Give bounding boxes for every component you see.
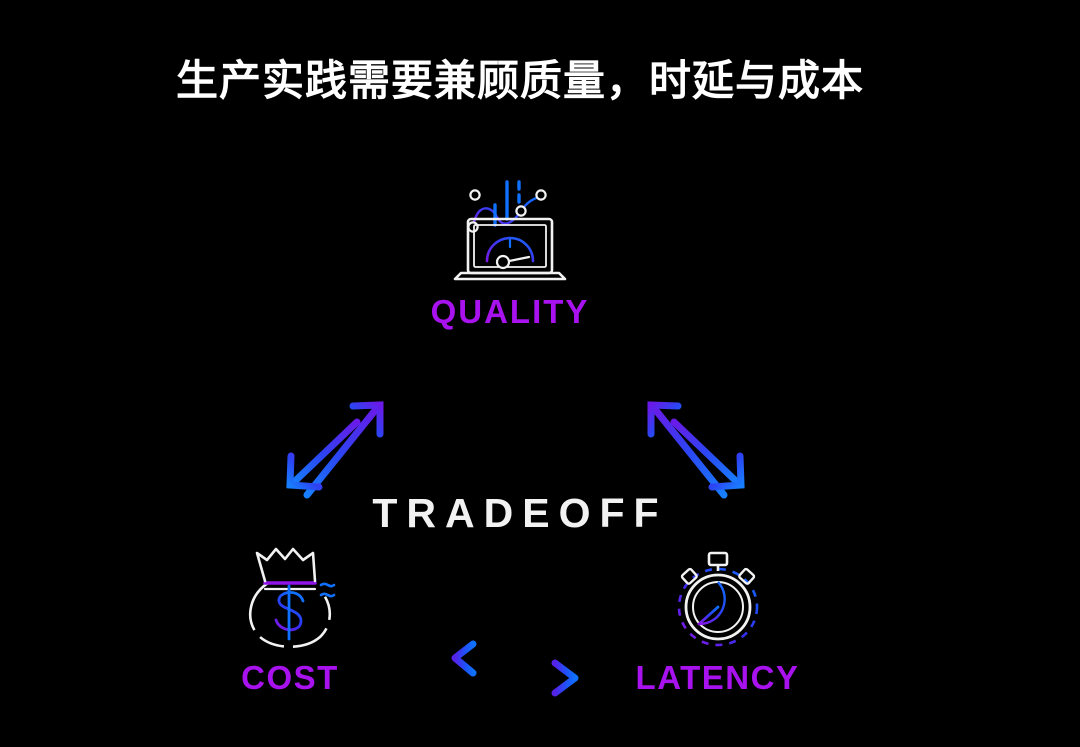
laptop-analytics-gauge-icon — [453, 180, 567, 281]
double-arrow-quality-latency — [647, 401, 745, 499]
page-title: 生产实践需要兼顾质量，时延与成本 — [175, 56, 864, 105]
node-quality[interactable]: QUALITY — [390, 175, 630, 331]
node-quality-label: QUALITY — [430, 293, 590, 330]
double-arrow-cost-latency — [451, 640, 579, 697]
node-latency[interactable]: LATENCY — [620, 545, 815, 697]
double-arrow-cost-quality — [286, 401, 384, 499]
node-latency-label: LATENCY — [635, 659, 800, 696]
tradeoff-triangle-diagram: QUALITY — [0, 150, 1080, 730]
node-cost-label: COST — [241, 659, 339, 696]
center-label-tradeoff: TRADEOFF — [372, 490, 668, 536]
money-bag-dollar-icon — [248, 547, 336, 648]
stopwatch-icon — [677, 551, 758, 647]
node-cost[interactable]: COST — [195, 545, 385, 697]
